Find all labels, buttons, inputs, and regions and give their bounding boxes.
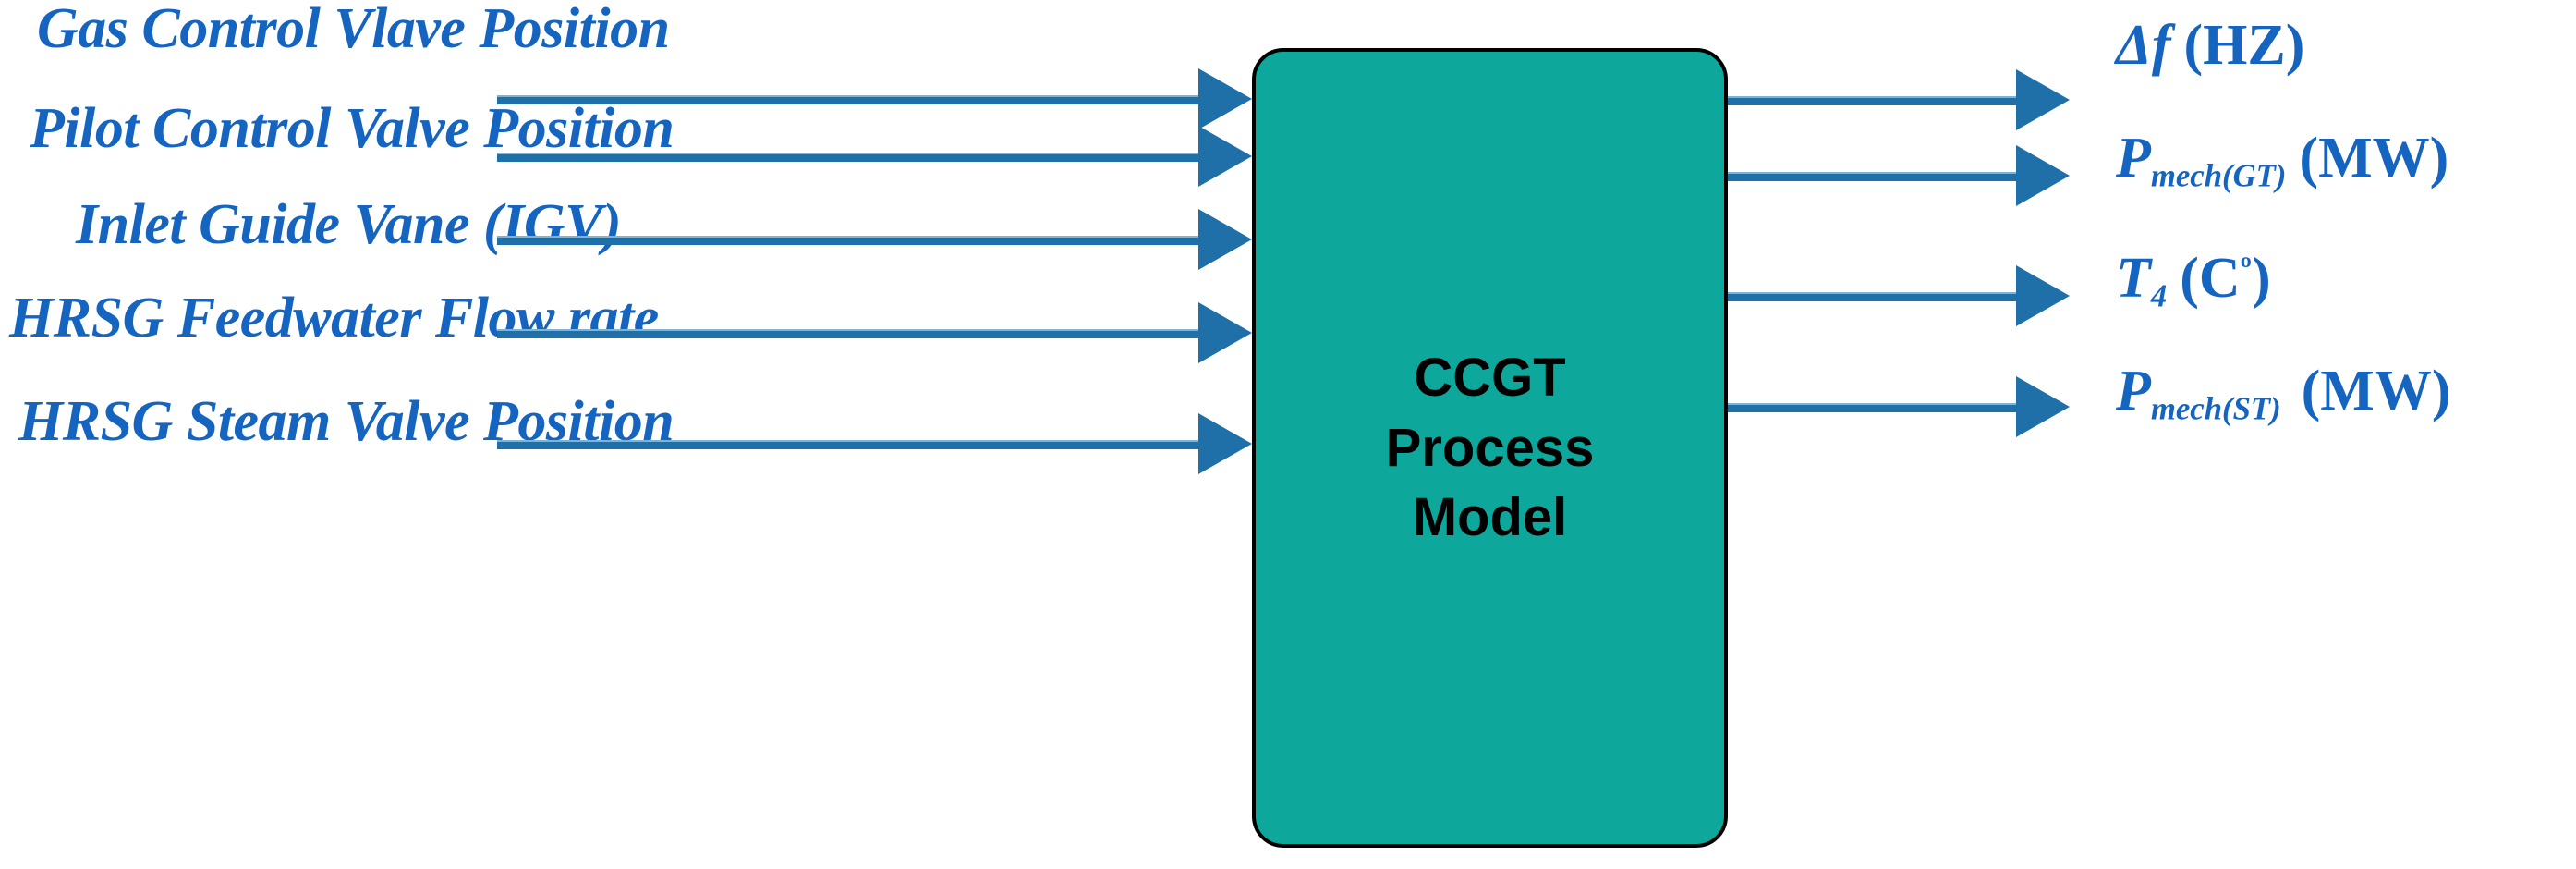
arrow-shaft-icon — [497, 440, 1198, 449]
output-unit-mw-gt: (MW) — [2299, 127, 2449, 190]
process-block-line-1: CCGT — [1414, 348, 1566, 409]
output-label-t4: T4 (Cº) — [2116, 247, 2271, 312]
output-arrow-3 — [1728, 263, 2070, 328]
output-symbol-p-st: P — [2116, 360, 2151, 422]
arrow-right-icon — [1198, 209, 1252, 270]
input-label-pilot-control-valve-position: Pilot Control Valve Position — [30, 97, 674, 160]
output-symbol-delta-f: Δf — [2116, 14, 2171, 77]
output-unit-hz: (HZ) — [2183, 14, 2305, 77]
output-symbol-t: T — [2116, 247, 2151, 310]
arrow-right-icon — [2016, 69, 2070, 130]
input-arrow-5 — [497, 411, 1252, 476]
ccgt-process-model-block[interactable]: CCGT Process Model — [1252, 48, 1728, 848]
output-arrow-1 — [1728, 67, 2070, 132]
arrow-shaft-icon — [1728, 292, 2016, 301]
arrow-right-icon — [1198, 126, 1252, 187]
input-arrow-2 — [497, 124, 1252, 189]
output-subscript-4: 4 — [2150, 277, 2168, 314]
process-block-line-2: Process — [1385, 417, 1595, 478]
output-unit-celsius: (C — [2180, 247, 2241, 310]
output-unit-mw-st: (MW) — [2301, 360, 2451, 422]
output-label-p-mech-st: Pmech(ST) (MW) — [2116, 360, 2451, 424]
input-arrow-4 — [497, 300, 1252, 365]
output-subscript-mech-gt: mech(GT) — [2150, 157, 2287, 194]
arrow-shaft-icon — [497, 236, 1198, 245]
arrow-right-icon — [2016, 265, 2070, 326]
arrow-shaft-icon — [1728, 403, 2016, 412]
output-subscript-mech-st: mech(ST) — [2150, 390, 2281, 427]
output-arrow-2 — [1728, 143, 2070, 208]
arrow-shaft-icon — [497, 153, 1198, 162]
output-arrow-4 — [1728, 374, 2070, 439]
arrow-shaft-icon — [497, 95, 1198, 104]
arrow-right-icon — [2016, 376, 2070, 437]
arrow-shaft-icon — [497, 329, 1198, 338]
output-label-p-mech-gt: Pmech(GT) (MW) — [2116, 127, 2449, 191]
arrow-right-icon — [1198, 68, 1252, 129]
output-degree-icon: º — [2240, 251, 2252, 289]
output-unit-celsius-close: ) — [2251, 247, 2271, 310]
arrow-right-icon — [1198, 413, 1252, 474]
arrow-shaft-icon — [1728, 172, 2016, 181]
input-arrow-1 — [497, 67, 1252, 131]
output-label-delta-f: Δf(HZ) — [2116, 17, 2304, 74]
process-block-line-3: Model — [1412, 487, 1568, 548]
arrow-shaft-icon — [1728, 96, 2016, 105]
input-arrow-3 — [497, 207, 1252, 272]
arrow-right-icon — [2016, 145, 2070, 206]
output-symbol-p-gt: P — [2116, 127, 2151, 190]
arrow-right-icon — [1198, 302, 1252, 363]
input-label-gas-control-valve-position: Gas Control Vlave Position — [37, 0, 670, 60]
